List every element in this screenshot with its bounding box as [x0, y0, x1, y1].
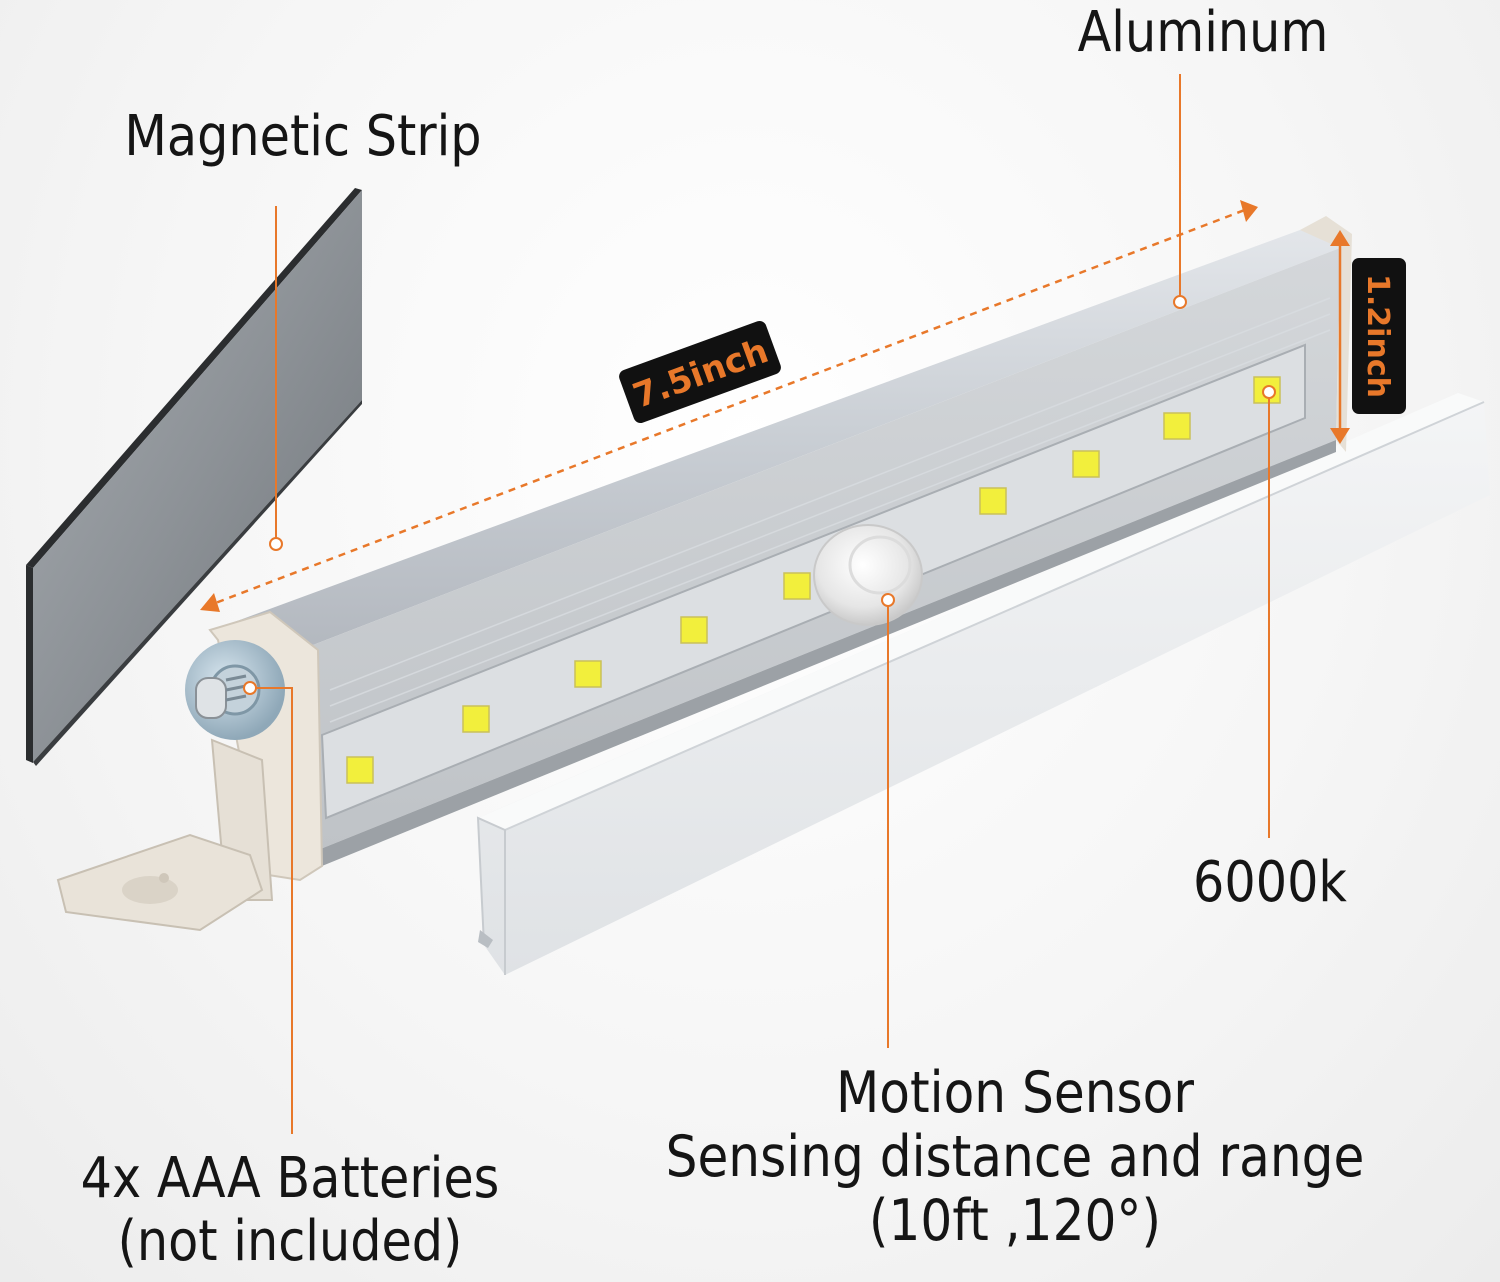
magnetic-strip-label: Magnetic Strip — [114, 104, 492, 169]
color-temperature-label-text: 6000k — [1193, 850, 1347, 915]
motion-sensor-title: Motion Sensor — [836, 1060, 1194, 1126]
led-chip — [1072, 450, 1100, 478]
height-value: 1.2inch — [1360, 274, 1395, 398]
color-temperature-label: 6000k — [1173, 850, 1367, 915]
callout-dot-motion-sensor — [881, 593, 895, 607]
led-chip — [680, 616, 708, 644]
motion-sensor-graphic — [813, 524, 923, 626]
height-badge — [1352, 258, 1406, 414]
led-chip — [574, 660, 602, 688]
height-dimension: 1.2inch — [1330, 230, 1406, 444]
diffuser-cover-graphic — [476, 393, 1490, 975]
led-chip — [462, 705, 490, 733]
light-bar-graphic — [56, 216, 1352, 932]
led-chip — [1163, 412, 1191, 440]
callout-dot-led — [1262, 385, 1276, 399]
led-chip — [979, 487, 1007, 515]
magnetic-strip-label-text: Magnetic Strip — [124, 104, 482, 169]
aluminum-label: Aluminum — [1067, 0, 1340, 65]
leader-lines — [243, 74, 1276, 1134]
length-badge — [619, 320, 781, 424]
led-chip — [346, 756, 374, 784]
motion-sensor-range: (10ft ,120°) — [868, 1187, 1162, 1254]
motion-sensor-label: Motion Sensor Sensing distance and range… — [650, 1060, 1380, 1254]
batteries-note: (not included) — [117, 1208, 463, 1274]
led-chips — [346, 376, 1281, 784]
callout-dot-magnetic-strip — [269, 537, 283, 551]
magnetic-strip-graphic — [26, 188, 362, 766]
motion-sensor-description: Sensing distance and range — [665, 1123, 1365, 1190]
battery-contact-graphic — [185, 640, 285, 740]
aluminum-label-text: Aluminum — [1077, 0, 1329, 65]
batteries-title: 4x AAA Batteries — [80, 1146, 500, 1211]
led-chip — [783, 572, 811, 600]
batteries-label: 4x AAA Batteries (not included) — [70, 1146, 510, 1274]
callout-dot-aluminum — [1173, 295, 1187, 309]
callout-dot-batteries — [243, 681, 257, 695]
